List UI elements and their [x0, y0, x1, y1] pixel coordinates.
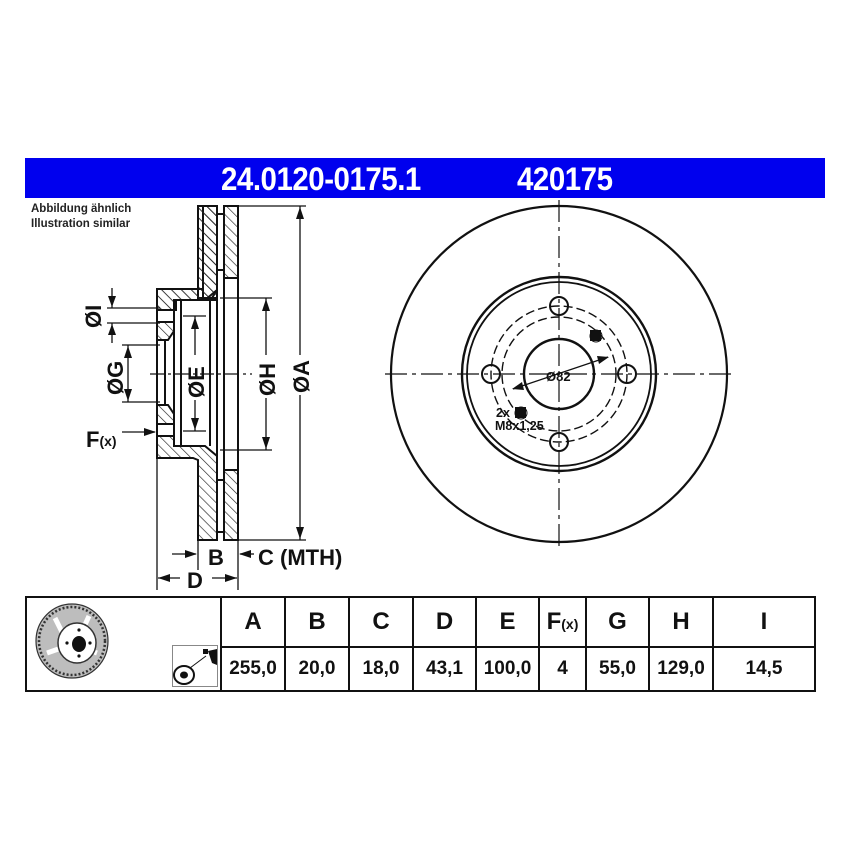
note-english: Illustration similar: [31, 218, 131, 230]
label-dia-g: ØG: [103, 361, 128, 395]
label-dia-e: ØE: [184, 366, 209, 398]
value-e: 100,0: [475, 645, 540, 693]
value-g: 55,0: [585, 645, 650, 693]
col-header-e: E: [475, 596, 540, 648]
part-number: 24.0120-0175.1: [221, 161, 421, 197]
brake-disc-thumbnail-icon: [35, 603, 109, 679]
value-d: 43,1: [412, 645, 477, 693]
col-header-a: A: [220, 596, 286, 648]
threaded-hole-icon: [514, 406, 528, 420]
label-b: B: [208, 545, 224, 570]
side-section-view: [156, 205, 239, 541]
col-header-b: B: [284, 596, 350, 648]
label-dia-a: ØA: [289, 360, 314, 393]
note-german: Abbildung ähnlich: [31, 203, 132, 215]
technical-drawing: ØI ØG ØE ØH ØA F(x) B C (MTH) D: [81, 200, 735, 593]
thread-count: 2x: [496, 406, 510, 420]
label-d: D: [187, 568, 203, 593]
thread-spec: M8x1,25: [495, 419, 544, 433]
illustration-note: Abbildung ähnlich Illustration similar: [31, 202, 131, 232]
col-header-h: H: [648, 596, 714, 648]
value-i: 14,5: [712, 645, 816, 693]
front-view: [385, 200, 735, 550]
col-header-f: F(x): [538, 596, 587, 648]
col-header-c: C: [348, 596, 414, 648]
label-f: F(x): [86, 427, 117, 452]
col-header-g: G: [585, 596, 650, 648]
label-dia-i: ØI: [81, 305, 106, 328]
value-f: 4: [538, 645, 587, 693]
title-banner: 24.0120-0175.1 420175: [25, 158, 825, 198]
col-header-d: D: [412, 596, 477, 648]
spec-table: A B C D E F(x) G H I 255,0 20,0 18,0 43,…: [25, 596, 816, 693]
threaded-hole-icon: [589, 329, 603, 343]
value-h: 129,0: [648, 645, 714, 693]
value-c: 18,0: [348, 645, 414, 693]
dimension-lines: [107, 205, 306, 590]
col-header-i: I: [712, 596, 816, 648]
thumbnail-cell: [25, 596, 222, 692]
short-code: 420175: [517, 161, 613, 197]
center-bore-label: Ø82: [546, 369, 571, 384]
label-c-mth: C (MTH): [258, 545, 342, 570]
spray-cleaner-icon: [172, 645, 218, 687]
value-b: 20,0: [284, 645, 350, 693]
label-dia-h: ØH: [255, 363, 280, 396]
value-a: 255,0: [220, 645, 286, 693]
